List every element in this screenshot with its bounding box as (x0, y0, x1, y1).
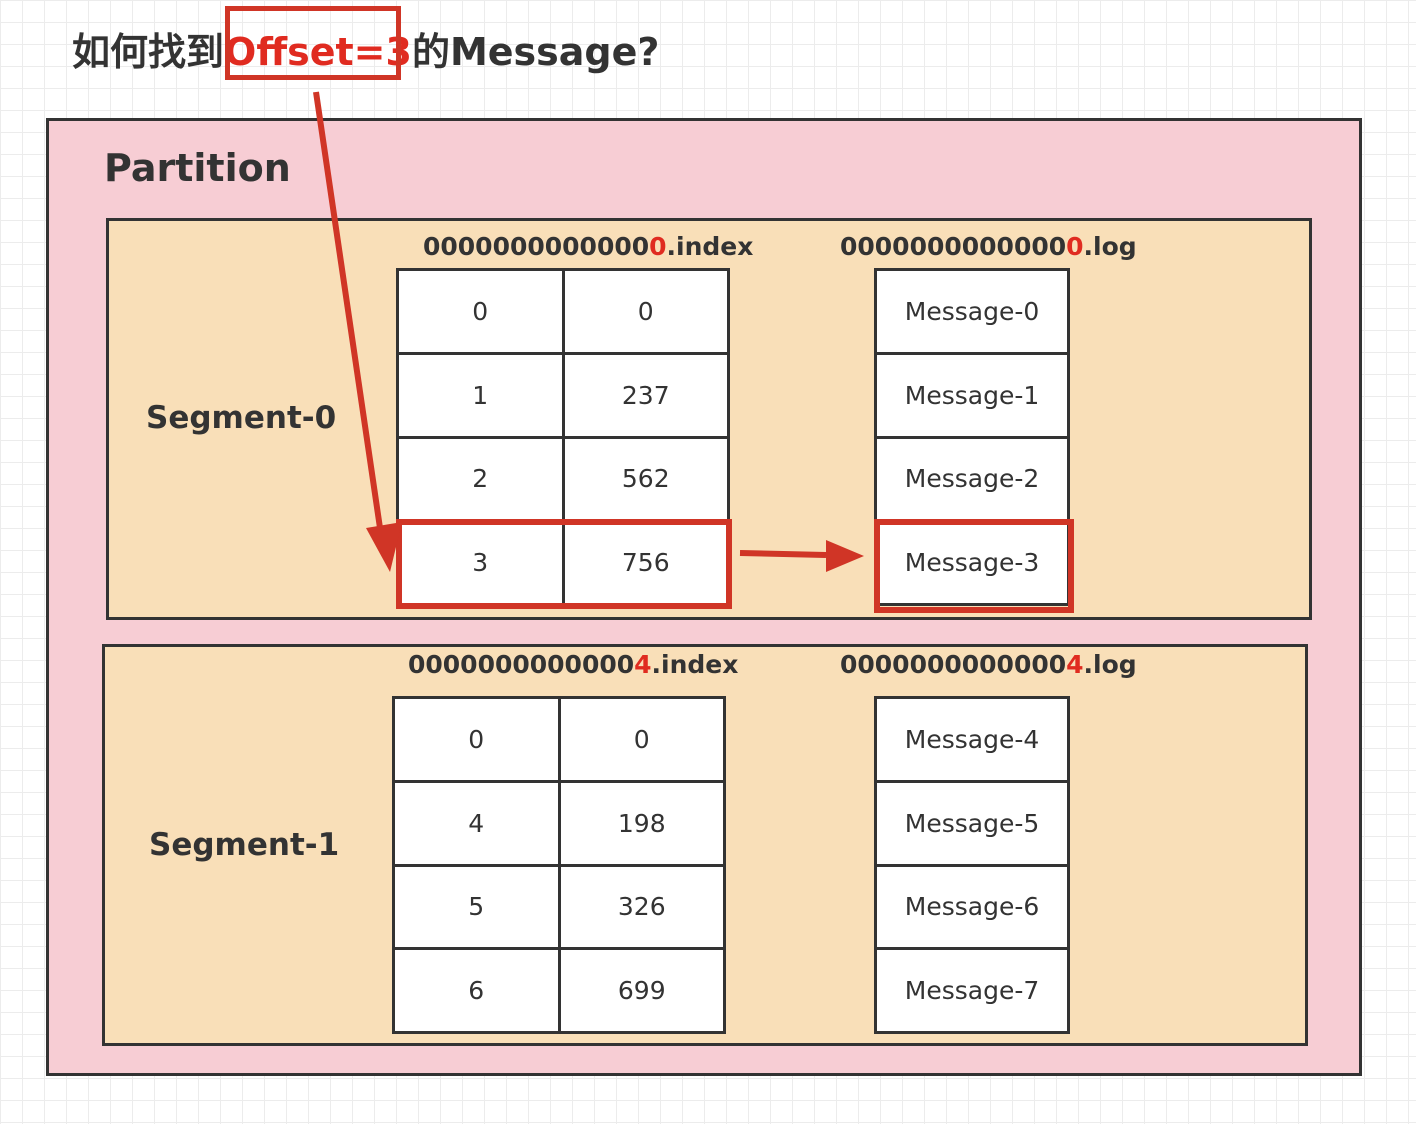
log-row-highlight-box (874, 519, 1074, 613)
segment-1-index-filename: 00000000000004.index (408, 650, 739, 679)
index-offset-cell: 2 (399, 438, 562, 520)
diagram-title: 如何找到Offset=3的Message? (72, 26, 659, 78)
segment-0-label: Segment-0 (146, 400, 337, 436)
title-prefix: 如何找到 (72, 30, 225, 74)
log-message-cell: Message-6 (877, 866, 1067, 948)
index-row-highlight-box (396, 519, 732, 609)
segment-1-label: Segment-1 (149, 827, 340, 863)
index-position-cell: 756 (564, 522, 727, 603)
log-message-cell: Message-3 (877, 522, 1067, 603)
index-offset-cell: 6 (395, 950, 558, 1031)
index-offset-cell: 4 (395, 782, 558, 864)
segment-0-log-filename: 00000000000000.log (840, 232, 1137, 261)
index-position-cell: 699 (560, 950, 723, 1031)
index-offset-cell: 0 (395, 699, 558, 780)
log-message-cell: Message-2 (877, 438, 1067, 520)
log-message-cell: Message-4 (877, 699, 1067, 780)
segment-1-log-table: Message-4 Message-5 Message-6 Message-7 (874, 696, 1070, 1034)
index-position-cell: 562 (564, 438, 727, 520)
segment-1-index-table: 0 0 4 198 5 326 6 699 (392, 696, 726, 1034)
index-offset-cell: 3 (399, 522, 562, 603)
index-position-cell: 198 (560, 782, 723, 864)
index-offset-cell: 5 (395, 866, 558, 948)
log-message-cell: Message-5 (877, 782, 1067, 864)
segment-0-index-filename: 00000000000000.index (423, 232, 754, 261)
index-position-cell: 0 (560, 699, 723, 780)
segment-0-index-table: 0 0 1 237 2 562 3 756 (396, 268, 730, 606)
index-offset-cell: 1 (399, 354, 562, 436)
index-position-cell: 237 (564, 354, 727, 436)
log-message-cell: Message-0 (877, 271, 1067, 352)
title-offset-highlight: Offset=3 (224, 30, 412, 74)
index-position-cell: 326 (560, 866, 723, 948)
log-message-cell: Message-7 (877, 950, 1067, 1031)
index-position-cell: 0 (564, 271, 727, 352)
offset-highlight-box (225, 6, 401, 80)
title-suffix: 的Message? (411, 30, 660, 74)
log-message-cell: Message-1 (877, 354, 1067, 436)
partition-label: Partition (104, 146, 291, 190)
index-offset-cell: 0 (399, 271, 562, 352)
segment-0-log-table: Message-0 Message-1 Message-2 Message-3 (874, 268, 1070, 606)
segment-1-log-filename: 00000000000004.log (840, 650, 1137, 679)
